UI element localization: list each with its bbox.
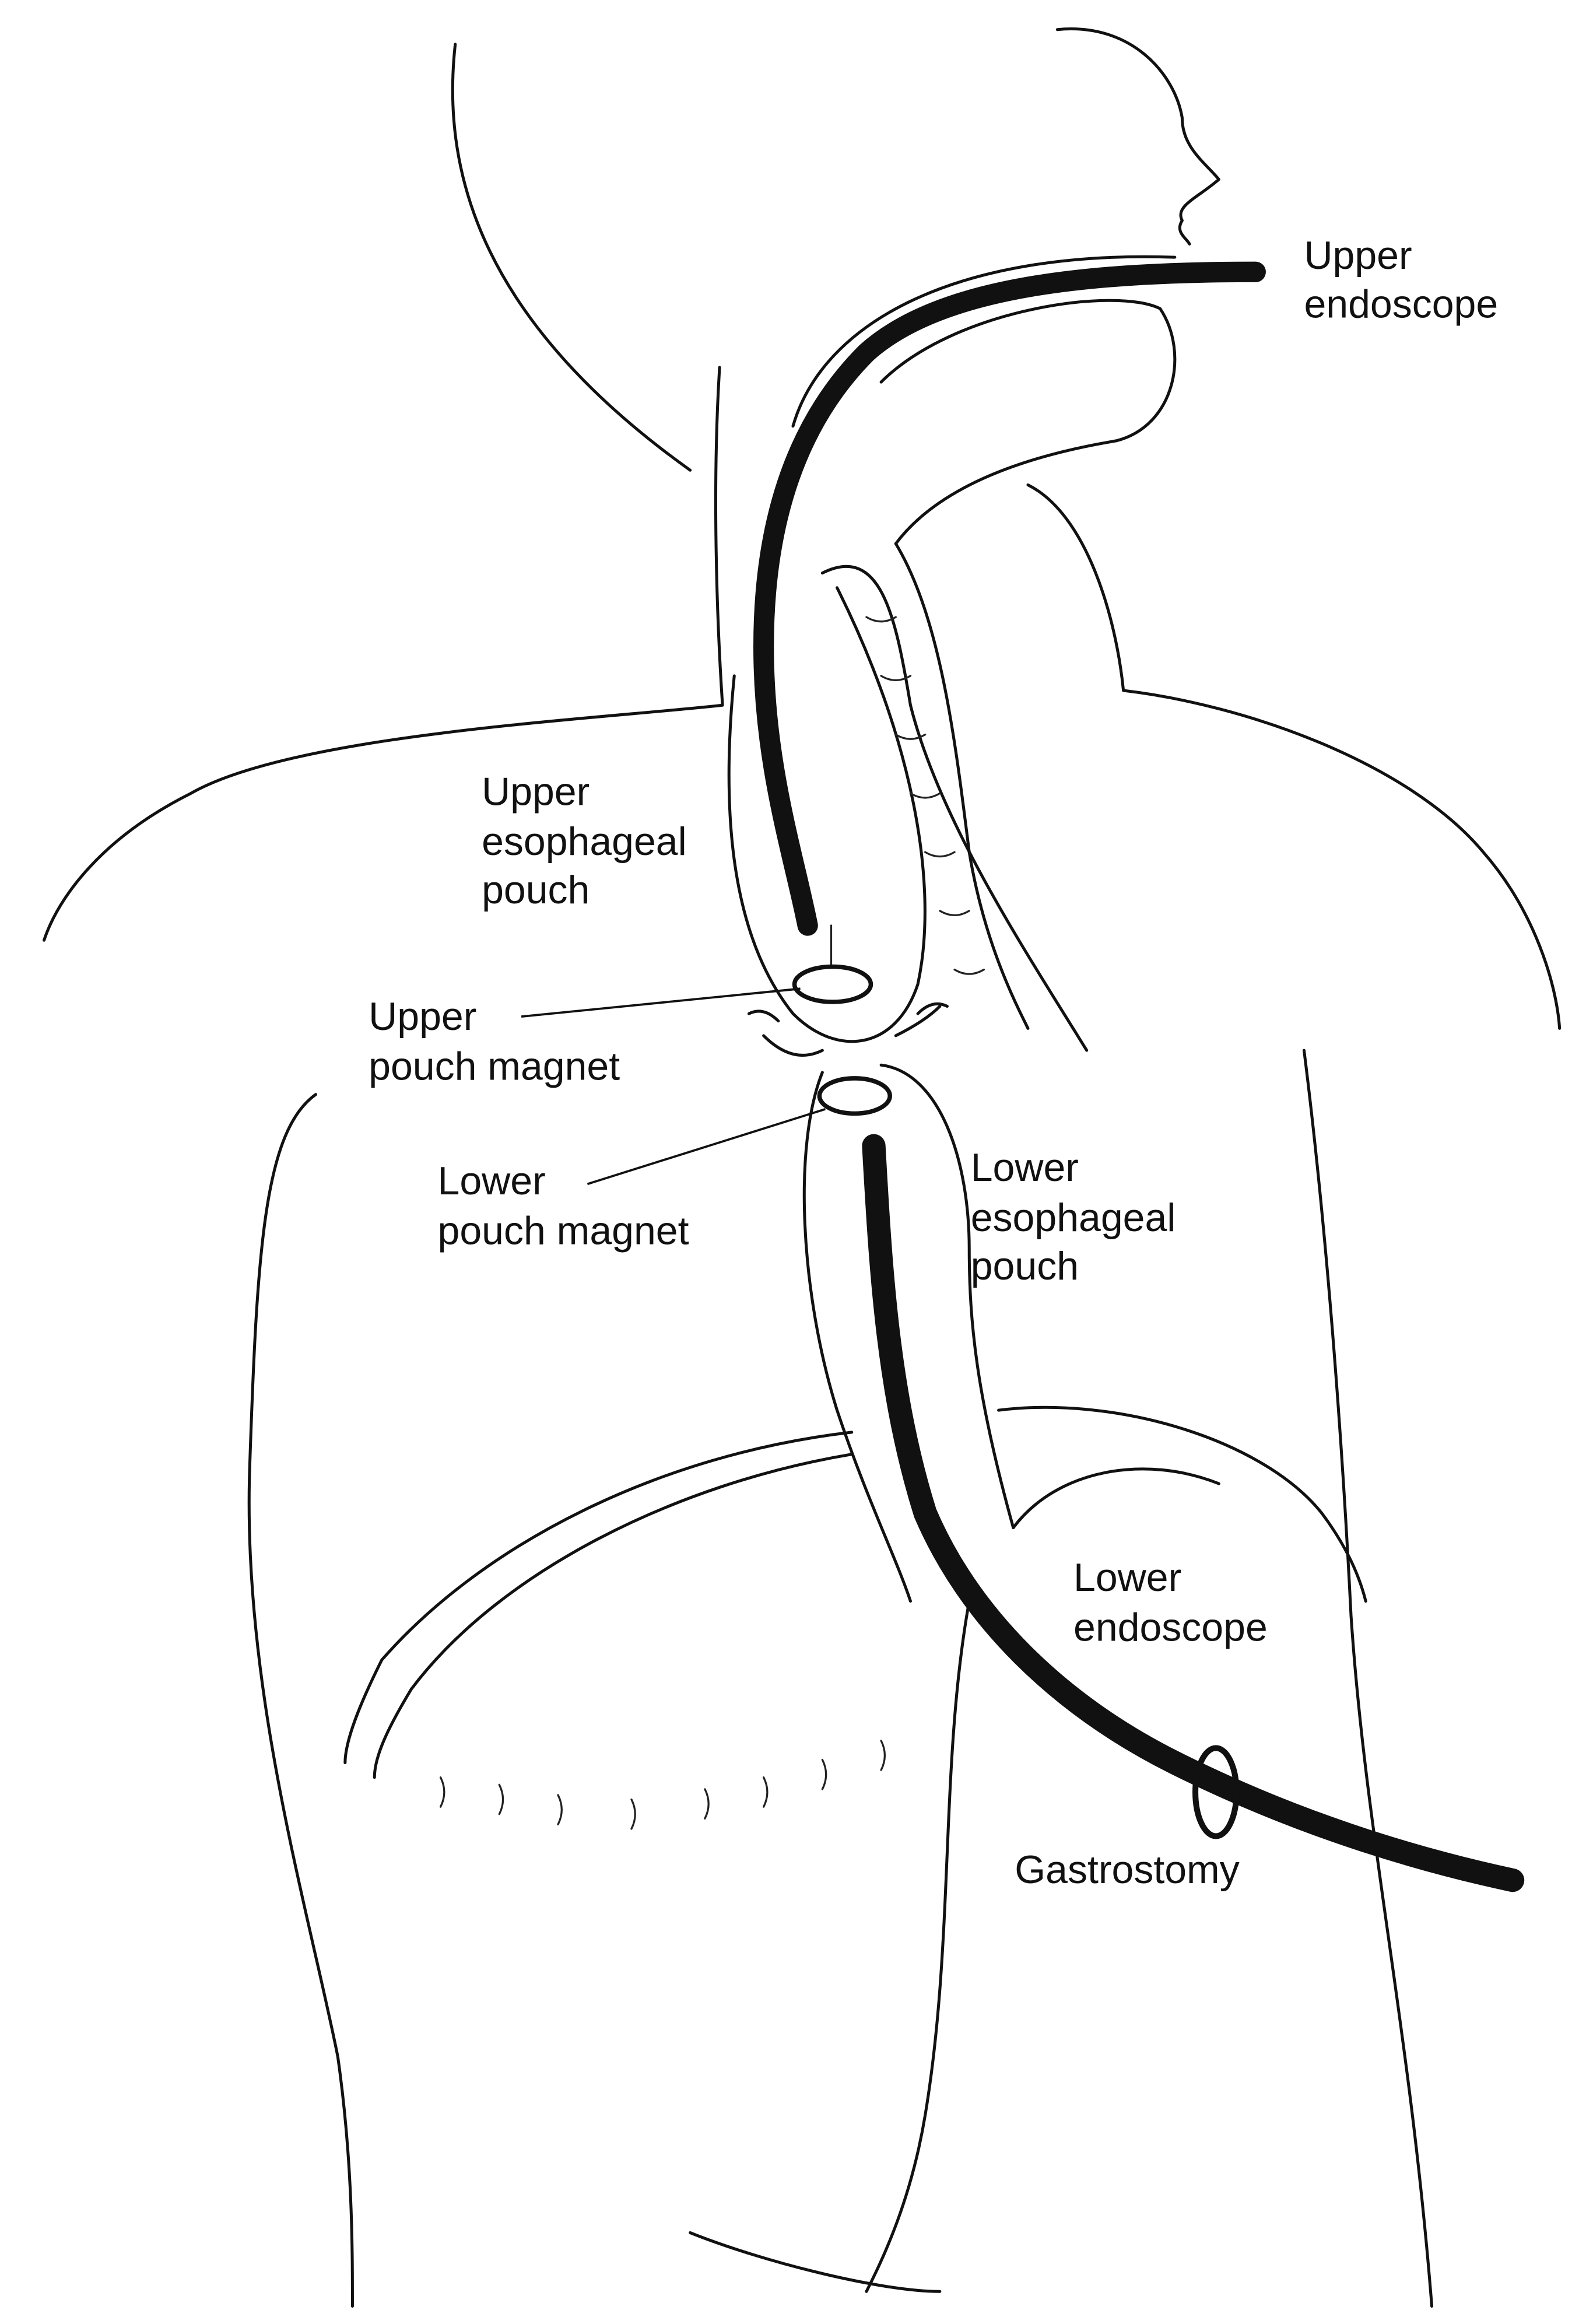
label-gastrostomy: Gastrostomy <box>1015 1848 1239 1892</box>
diaphragm-and-stomach-drawing <box>343 1405 1367 2293</box>
label-upper-esophageal-pouch: Upper esophageal pouch <box>482 770 698 913</box>
body-outline <box>43 27 1562 2308</box>
label-upper-pouch-magnet: Upper pouch magnet <box>369 994 620 1089</box>
label-lower-pouch-magnet: Lower pouch magnet <box>438 1159 689 1253</box>
upper-endoscope-drawing <box>753 261 1266 971</box>
label-lower-esophageal-pouch: Lower esophageal pouch <box>971 1145 1187 1288</box>
upper-esophageal-pouch-drawing <box>727 255 1177 1052</box>
lower-endoscope-drawing <box>862 1134 1525 1892</box>
label-upper-endoscope: Upper endoscope <box>1304 233 1498 326</box>
lower-esophageal-pouch-drawing <box>747 1002 1015 1603</box>
lower-magnet-leader-line <box>587 1108 826 1186</box>
upper-pouch-magnet-shape <box>792 964 873 1004</box>
gastrostomy-ring <box>1192 1745 1240 1839</box>
lower-pouch-magnet-shape <box>817 1076 892 1116</box>
label-lower-endoscope: Lower endoscope <box>1073 1555 1268 1650</box>
upper-magnet-leader-line <box>521 987 801 1018</box>
